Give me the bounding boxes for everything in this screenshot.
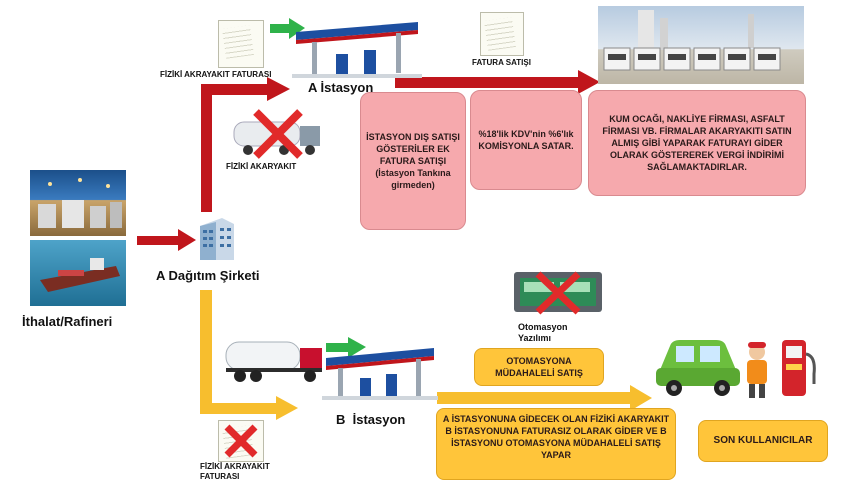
arrow-import-to-distributor	[137, 229, 196, 251]
refinery-tanks-icon	[38, 178, 122, 228]
fatura-satisi-doc-icon	[480, 12, 524, 56]
otomasyona-mudahaleli-box: OTOMASYONA MÜDAHALELİ SATIŞ	[474, 348, 604, 386]
end-user-car-icon	[652, 330, 742, 400]
kum-ocagi-box: KUM OCAĞI, NAKLİYE FİRMASI, ASFALT FİRMA…	[588, 90, 806, 196]
fuel-pump-icon	[778, 334, 818, 400]
a-station-icon	[292, 18, 422, 80]
tanker-ship-image	[30, 240, 126, 306]
arrow-b-station-to-users	[437, 385, 652, 411]
istasyon-dis-satisi-box: İSTASYON DIŞ SATIŞI GÖSTERİLER EK FATURA…	[360, 92, 466, 230]
arrow-distributor-to-b-station	[200, 290, 298, 420]
b-station-label: B İstasyon	[336, 412, 406, 427]
son-kullanicilar-box: SON KULLANICILAR	[698, 420, 828, 462]
distributor-label: A Dağıtım Şirketi	[156, 268, 260, 283]
arrow-distributor-to-a-station	[201, 77, 290, 212]
green-arrow-bottom	[326, 337, 366, 358]
attendant-icon	[740, 340, 774, 400]
ship-icon	[40, 258, 120, 292]
automation-software-crossed-icon	[512, 270, 604, 316]
fiziki-akaryakit-label: FİZİKİ AKARYAKIT	[226, 162, 297, 171]
ithalat-label: İthalat/Rafineri	[22, 314, 113, 329]
kdv-komisyon-box: %18'lik KDV'nin %6'lık KOMİSYONLA SATAR.	[470, 90, 582, 190]
refinery-image	[30, 170, 126, 236]
a-station-label: A İstasyon	[308, 80, 374, 95]
fiziki-fatura-b-crossed-icon	[218, 420, 264, 462]
fuel-tanker-crossed-icon	[228, 108, 324, 160]
fiziki-fatura-b-label: FİZİKİ AKRAYAKIT FATURASI	[200, 462, 270, 482]
fatura-satisi-label: FATURA SATIŞI	[472, 58, 531, 67]
fiziki-fatura-a-doc-icon	[218, 20, 264, 68]
b-istasyonuna-box: A İSTASYONUNA GİDECEK OLAN FİZİKİ AKARYA…	[436, 408, 676, 480]
trucks-image	[598, 6, 804, 84]
arrow-a-station-to-companies	[395, 70, 600, 94]
fiziki-fatura-a-label: FİZİKİ AKRAYAKIT FATURASI	[160, 70, 272, 79]
b-station-icon	[322, 344, 438, 402]
green-arrow-top	[270, 18, 305, 39]
otomasyon-yazilimi-label: Otomasyon Yazılımı	[518, 322, 568, 344]
distributor-building-icon	[192, 212, 240, 264]
fuel-tanker-icon	[222, 334, 326, 384]
